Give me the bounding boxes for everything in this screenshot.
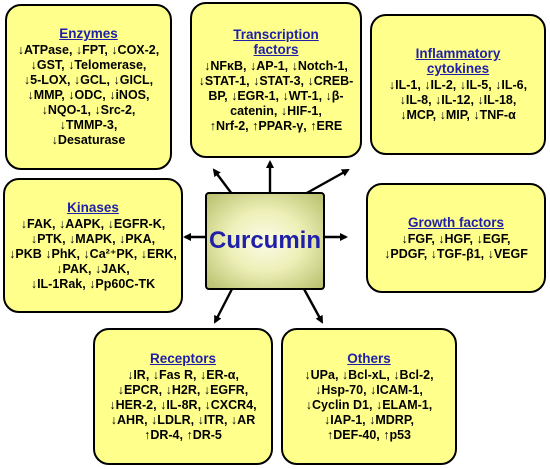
list-line: ↓IL-8, ↓IL-12, ↓IL-18, bbox=[399, 93, 517, 107]
transcription-box: Transcription factors ↓NFκB, ↓AP-1, ↓Not… bbox=[190, 2, 362, 158]
arrow-to-inflammatory bbox=[304, 168, 350, 196]
list-line: ↓MCP, ↓MIP, ↓TNF-α bbox=[400, 108, 516, 122]
growth-title: Growth factors bbox=[407, 214, 504, 230]
enzymes-list: ↓ATPase, ↓FPT, ↓COX-2,↓GST, ↓Telomerase,… bbox=[18, 43, 159, 148]
enzymes-title: Enzymes bbox=[59, 26, 118, 41]
list-line: ↓IR, ↓Fas R, ↓ER-α, bbox=[127, 367, 239, 382]
list-line: ↓AHR, ↓LDLR, ↓ITR, ↓AR bbox=[110, 412, 256, 427]
list-line: ↓HER-2, ↓IL-8R, ↓CXCR4, bbox=[109, 397, 257, 412]
list-line: ↓ATPase, ↓FPT, ↓COX-2, bbox=[17, 43, 160, 57]
kinases-list: ↓FAK, ↓AAPK, ↓EGFR-K,↓PTK, ↓MAPK, ↓PKA,↓… bbox=[9, 217, 177, 292]
growth-list: ↓FGF, ↓HGF, ↓EGF,↓PDGF, ↓TGF-β1, ↓VEGF bbox=[384, 232, 528, 262]
list-line: ↓MMP, ↓ODC, ↓iNOS, bbox=[27, 88, 150, 102]
others-box: Others ↓UPa, ↓Bcl-xL, ↓Bcl-2,↓Hsp-70, ↓I… bbox=[281, 328, 457, 465]
list-line: ↓Hsp-70, ↓ICAM-1, bbox=[315, 382, 423, 397]
enzymes-box: Enzymes ↓ATPase, ↓FPT, ↓COX-2,↓GST, ↓Tel… bbox=[5, 4, 172, 170]
list-line: BP, ↓EGR-1, ↓WT-1, ↓β- bbox=[208, 88, 344, 103]
receptors-title: Receptors bbox=[149, 350, 217, 366]
list-line: ↓NFκB, ↓AP-1, ↓Notch-1, bbox=[204, 58, 348, 73]
inflammatory-title: Inflammatory cytokines bbox=[415, 46, 501, 76]
kinases-title: Kinases bbox=[67, 199, 119, 215]
list-line: ↑Nrf-2, ↑PPAR-γ, ↑ERE bbox=[209, 118, 343, 133]
list-line: ↓STAT-1, ↓STAT-3, ↓CREB- bbox=[198, 73, 354, 88]
kinases-box: Kinases ↓FAK, ↓AAPK, ↓EGFR-K,↓PTK, ↓MAPK… bbox=[3, 178, 183, 313]
list-line: ↓PAK, ↓JAK, bbox=[56, 261, 130, 276]
curcumin-label: Curcumin bbox=[208, 227, 321, 254]
growth-box: Growth factors ↓FGF, ↓HGF, ↓EGF,↓PDGF, ↓… bbox=[366, 183, 546, 293]
list-line: ↓EPCR, ↓H2R, ↓EGFR, bbox=[117, 382, 249, 397]
list-line: ↓Cyclin D1, ↓ELAM-1, bbox=[305, 397, 433, 412]
arrow-to-others bbox=[302, 288, 324, 324]
list-line: ↓IL-1Rak, ↓Pp60C-TK bbox=[30, 276, 156, 291]
arrow-to-receptors bbox=[213, 288, 234, 324]
list-line: ↓Desaturase bbox=[51, 133, 126, 147]
inflammatory-box: Inflammatory cytokines ↓IL-1, ↓IL-2, ↓IL… bbox=[370, 14, 546, 155]
list-line: ↓FAK, ↓AAPK, ↓EGFR-K, bbox=[20, 216, 166, 231]
others-list: ↓UPa, ↓Bcl-xL, ↓Bcl-2,↓Hsp-70, ↓ICAM-1,↓… bbox=[304, 368, 433, 443]
transcription-list: ↓NFκB, ↓AP-1, ↓Notch-1,↓STAT-1, ↓STAT-3,… bbox=[199, 59, 354, 134]
list-line: ↓GST, ↓Telomerase, bbox=[30, 58, 147, 72]
curcumin-node: Curcumin bbox=[205, 192, 325, 290]
list-line: ↓5-LOX, ↓GCL, ↓GICL, bbox=[23, 73, 154, 87]
list-line: ↓PTK, ↓MAPK, ↓PKA, bbox=[30, 231, 156, 246]
list-line: ↓IL-1, ↓IL-2, ↓IL-5, ↓IL-6, bbox=[388, 78, 528, 92]
receptors-box: Receptors ↓IR, ↓Fas R, ↓ER-α,↓EPCR, ↓H2R… bbox=[93, 328, 273, 465]
list-line: catenin, ↓HIF-1, bbox=[230, 103, 322, 118]
list-line: ↓IAP-1, ↓MDRP, bbox=[323, 412, 415, 427]
list-line: ↓PDGF, ↓TGF-β1, ↓VEGF bbox=[384, 246, 528, 261]
list-line: ↑DR-4, ↑DR-5 bbox=[144, 427, 222, 442]
list-line: ↓PKB ↓PhK, ↓Ca²⁺PK, ↓ERK, bbox=[9, 246, 177, 261]
inflammatory-list: ↓IL-1, ↓IL-2, ↓IL-5, ↓IL-6,↓IL-8, ↓IL-12… bbox=[389, 78, 527, 123]
receptors-list: ↓IR, ↓Fas R, ↓ER-α,↓EPCR, ↓H2R, ↓EGFR,↓H… bbox=[109, 368, 256, 443]
list-line: ↓NQO-1, ↓Src-2, bbox=[41, 103, 136, 117]
transcription-title: Transcription factors bbox=[233, 26, 319, 57]
list-line: ↓UPa, ↓Bcl-xL, ↓Bcl-2, bbox=[304, 367, 434, 382]
list-line: ↓TMMP-3, bbox=[59, 118, 118, 132]
list-line: ↑DEF-40, ↑p53 bbox=[326, 427, 412, 442]
arrow-to-enzymes bbox=[212, 168, 233, 195]
others-title: Others bbox=[347, 350, 391, 366]
list-line: ↓FGF, ↓HGF, ↓EGF, bbox=[401, 231, 511, 246]
